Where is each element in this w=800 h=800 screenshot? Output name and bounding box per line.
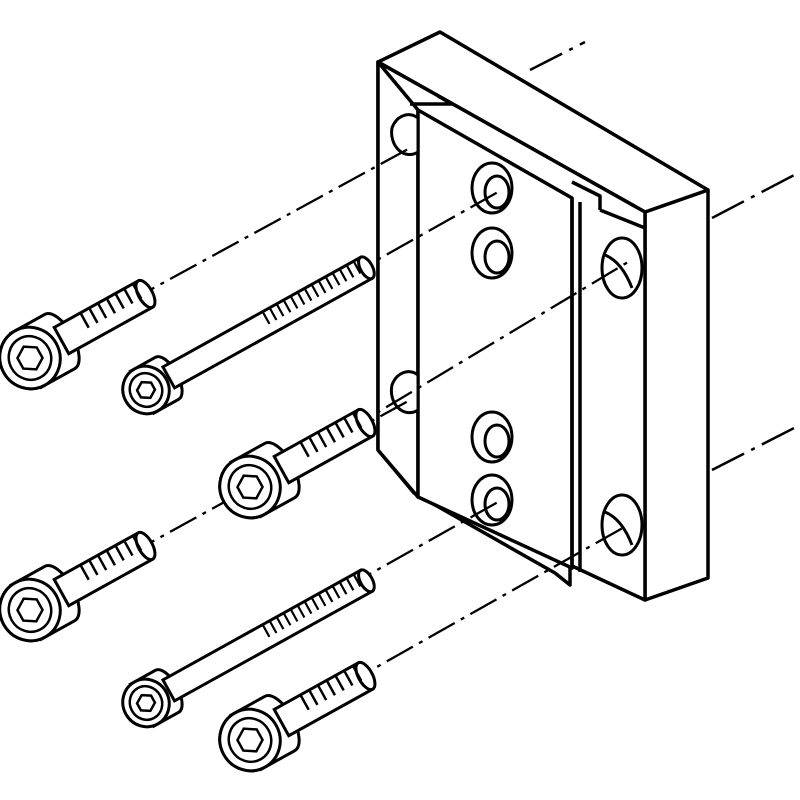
adapter-plate — [376, 30, 710, 602]
axis-lines-right — [529, 40, 800, 472]
screw-3 — [207, 390, 389, 531]
screw-4 — [0, 513, 169, 654]
cap-screw-icon — [0, 513, 169, 654]
screw-2 — [112, 242, 385, 424]
cap-screw-icon — [207, 390, 389, 531]
cap-screw-icon — [112, 242, 385, 424]
plate-holes — [389, 113, 644, 557]
